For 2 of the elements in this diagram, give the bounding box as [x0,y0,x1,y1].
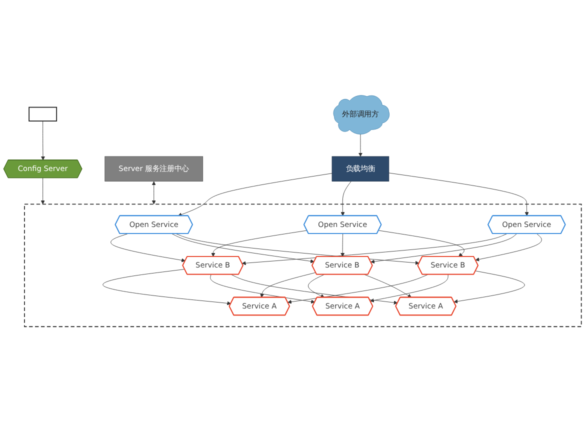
cluster [24,204,582,328]
node-box [28,106,58,122]
